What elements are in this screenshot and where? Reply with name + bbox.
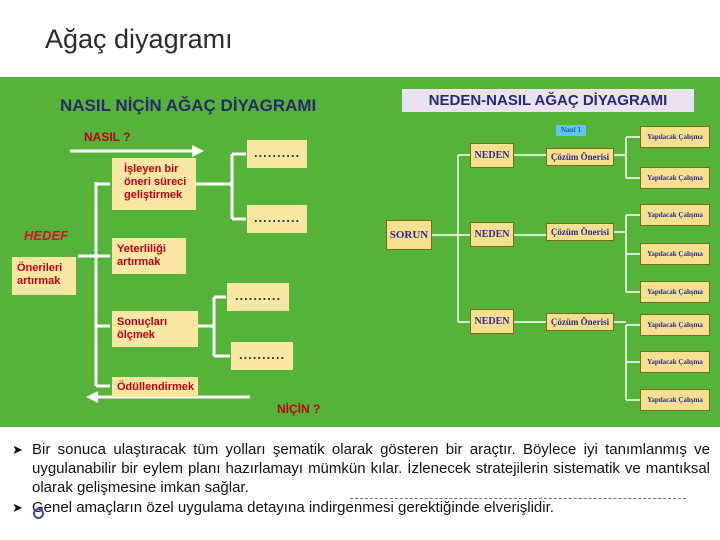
nasil-arrow-head — [192, 145, 204, 157]
placeholder-box-1: .......... — [247, 140, 307, 168]
leaf-box-4: Yapılacak Çalışma — [640, 243, 710, 265]
cozum-box-3: Çözüm Önerisi — [546, 313, 614, 331]
slide-title: Ağaç diyagramı — [45, 24, 233, 54]
leaf-box-5: Yapılacak Çalışma — [640, 281, 710, 303]
bullet-text-2: Genel amaçların özel uygulama detayına i… — [32, 499, 554, 516]
left-root-box: Önerileri artırmak — [12, 257, 76, 295]
right-diagram-title: NEDEN-NASIL AĞAÇ DİYAGRAMI — [402, 89, 694, 112]
arrow-bullet-icon: ➤ — [12, 500, 23, 515]
leaf-box-6: Yapılacak Çalışma — [640, 314, 710, 336]
branch-box-3: Sonuçları ölçmek — [112, 311, 198, 347]
leaf-box-8: Yapılacak Çalışma — [640, 389, 710, 411]
leaf-box-1: Yapılacak Çalışma — [640, 126, 710, 148]
branch-box-4: Ödüllendirmek — [112, 377, 198, 397]
hedef-label: HEDEF — [24, 228, 69, 243]
neden-box-3: NEDEN — [470, 309, 514, 334]
nasil-label: NASIL ? — [84, 130, 131, 144]
note-nasil-1: Nasıl 1 — [556, 125, 586, 136]
bullet-item-2: ➤ Genel amaçların özel uygulama detayına… — [12, 498, 710, 517]
bullet-list: ➤ Bir sonuca ulaştıracak tüm yolları şem… — [12, 440, 710, 518]
arrow-bullet-icon: ➤ — [12, 442, 23, 457]
leaf-box-2: Yapılacak Çalışma — [640, 167, 710, 189]
left-diagram-panel — [0, 77, 378, 427]
leaf-box-3: Yapılacak Çalışma — [640, 204, 710, 226]
sorun-box: SORUN — [386, 220, 432, 250]
nicin-label: NİÇİN ? — [277, 402, 321, 416]
branch-box-1: İşleyen bir öneri süreci geliştirmek — [112, 158, 196, 210]
branch-box-2: Yeterliliği artırmak — [112, 238, 186, 274]
bullet-text-1: Bir sonuca ulaştıracak tüm yolları şemat… — [32, 441, 710, 496]
neden-box-2: NEDEN — [470, 222, 514, 247]
left-diagram-title: NASIL NİÇİN AĞAÇ DİYAGRAMI — [60, 96, 317, 115]
leaf-box-7: Yapılacak Çalışma — [640, 351, 710, 373]
placeholder-box-3: .......... — [227, 283, 289, 311]
placeholder-box-2: .......... — [247, 205, 307, 233]
cozum-box-2: Çözüm Önerisi — [546, 223, 614, 241]
bullet-item-1: ➤ Bir sonuca ulaştıracak tüm yolları şem… — [12, 440, 710, 497]
cozum-box-1: Çözüm Önerisi — [546, 148, 614, 166]
nicin-arrow-head — [86, 391, 98, 403]
pointer-cursor-icon — [33, 508, 44, 519]
placeholder-box-4: .......... — [231, 342, 293, 370]
dashed-underline — [350, 498, 686, 499]
neden-box-1: NEDEN — [470, 143, 514, 168]
